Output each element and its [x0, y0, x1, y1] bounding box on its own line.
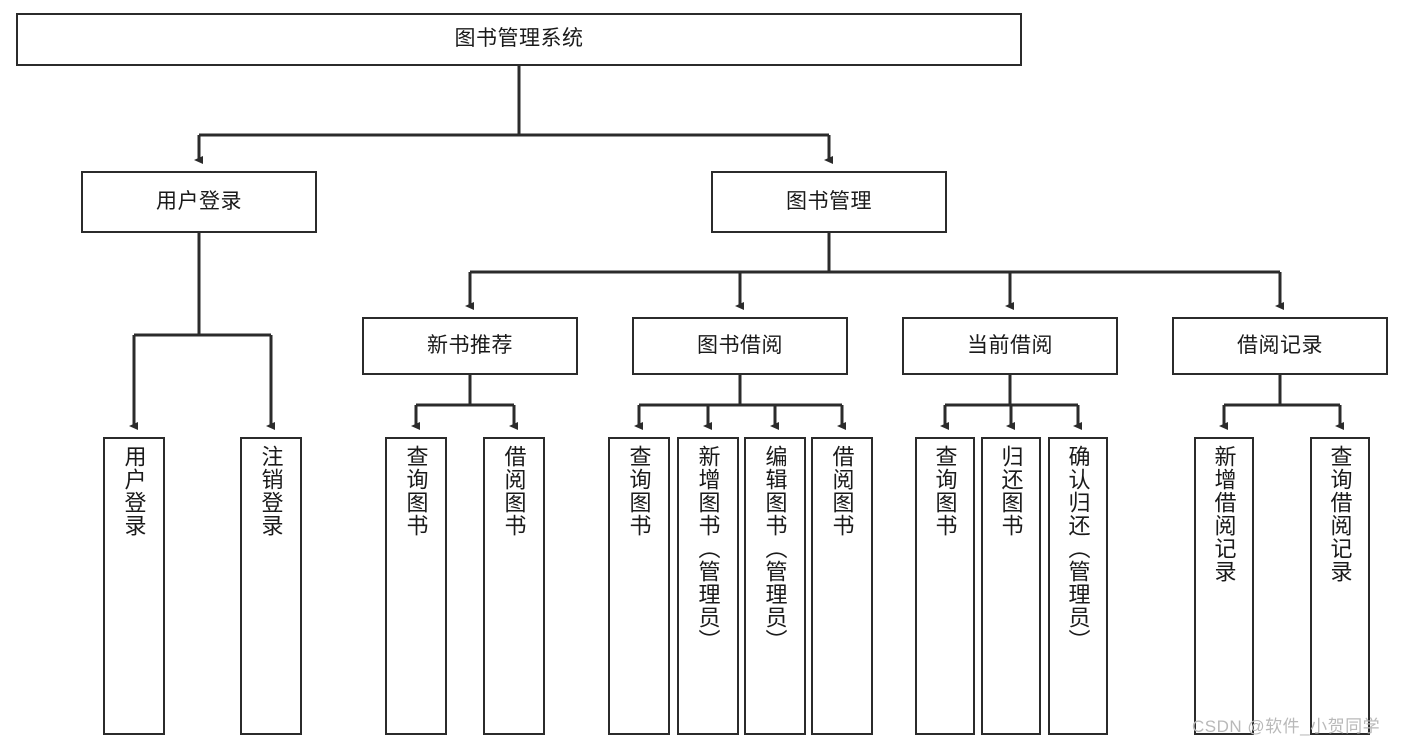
node-label: 查询图书	[932, 445, 958, 537]
node-leaf-user-login[interactable]: 用户登录	[103, 437, 165, 735]
connector-lines	[129, 66, 1344, 430]
node-label: 用户登录	[121, 445, 147, 537]
node-leaf-query-book-2[interactable]: 查询图书	[608, 437, 670, 735]
node-leaf-borrow-book-1[interactable]: 借阅图书	[483, 437, 545, 735]
node-label: 归还图书	[998, 445, 1024, 537]
node-label: 确认归还（管理员）	[1065, 445, 1091, 652]
node-leaf-query-book-3[interactable]: 查询图书	[915, 437, 975, 735]
node-leaf-confirm-return[interactable]: 确认归还（管理员）	[1048, 437, 1108, 735]
node-leaf-logout[interactable]: 注销登录	[240, 437, 302, 735]
node-label: 图书借阅	[697, 333, 783, 357]
node-label: 查询图书	[626, 445, 652, 537]
node-leaf-borrow-book-2[interactable]: 借阅图书	[811, 437, 873, 735]
node-book-borrow[interactable]: 图书借阅	[632, 317, 848, 375]
node-current-borrow[interactable]: 当前借阅	[902, 317, 1118, 375]
node-label: 编辑图书（管理员）	[762, 445, 788, 652]
node-label: 当前借阅	[967, 333, 1053, 357]
csdn-watermark: CSDN @软件_小贺同学	[1192, 717, 1381, 736]
node-user-login[interactable]: 用户登录	[81, 171, 317, 233]
node-label: 新书推荐	[427, 333, 513, 357]
node-leaf-add-record[interactable]: 新增借阅记录	[1194, 437, 1254, 735]
node-label: 新增图书（管理员）	[695, 445, 721, 652]
node-label: 注销登录	[258, 445, 284, 537]
node-label: 查询借阅记录	[1327, 445, 1353, 583]
node-book-manage[interactable]: 图书管理	[711, 171, 947, 233]
node-root[interactable]: 图书管理系统	[16, 13, 1022, 66]
node-leaf-add-book[interactable]: 新增图书（管理员）	[677, 437, 739, 735]
node-label: 查询图书	[403, 445, 429, 537]
node-borrow-record[interactable]: 借阅记录	[1172, 317, 1388, 375]
node-label: 借阅图书	[829, 445, 855, 537]
node-label: 图书管理系统	[454, 27, 584, 51]
node-label: 图书管理	[786, 189, 872, 213]
node-leaf-edit-book[interactable]: 编辑图书（管理员）	[744, 437, 806, 735]
node-label: 借阅记录	[1237, 333, 1323, 357]
node-leaf-query-record[interactable]: 查询借阅记录	[1310, 437, 1370, 735]
node-leaf-return-book[interactable]: 归还图书	[981, 437, 1041, 735]
node-leaf-query-book-1[interactable]: 查询图书	[385, 437, 447, 735]
node-label: 用户登录	[156, 189, 242, 213]
node-label: 新增借阅记录	[1211, 445, 1237, 583]
node-new-book-rec[interactable]: 新书推荐	[362, 317, 578, 375]
node-label: 借阅图书	[501, 445, 527, 537]
